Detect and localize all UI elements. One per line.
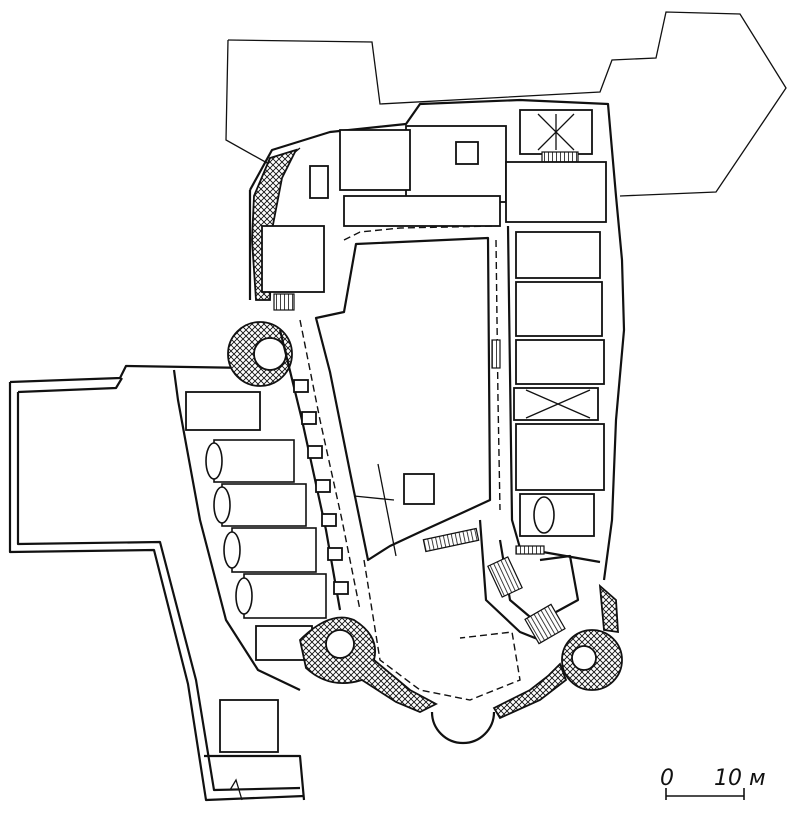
scale-bar: 0 10 м — [660, 766, 766, 800]
west-corridor-pillars — [293, 379, 349, 595]
north-west-round-tower — [227, 225, 325, 387]
vaulted-cellar-4 — [235, 573, 327, 619]
vaulted-cellar-3 — [223, 527, 317, 573]
south-east-gate — [422, 519, 580, 645]
west-outbuilding — [8, 364, 306, 802]
vaulted-cellar-2 — [213, 483, 307, 527]
north-block — [309, 109, 607, 241]
courtyard — [314, 236, 521, 701]
scale-end-label: 10 м — [714, 766, 766, 791]
scale-start-label: 0 — [660, 766, 674, 791]
south-curtain-wall — [299, 583, 623, 745]
east-wing — [491, 225, 605, 564]
vaulted-cellar-1 — [205, 439, 295, 483]
